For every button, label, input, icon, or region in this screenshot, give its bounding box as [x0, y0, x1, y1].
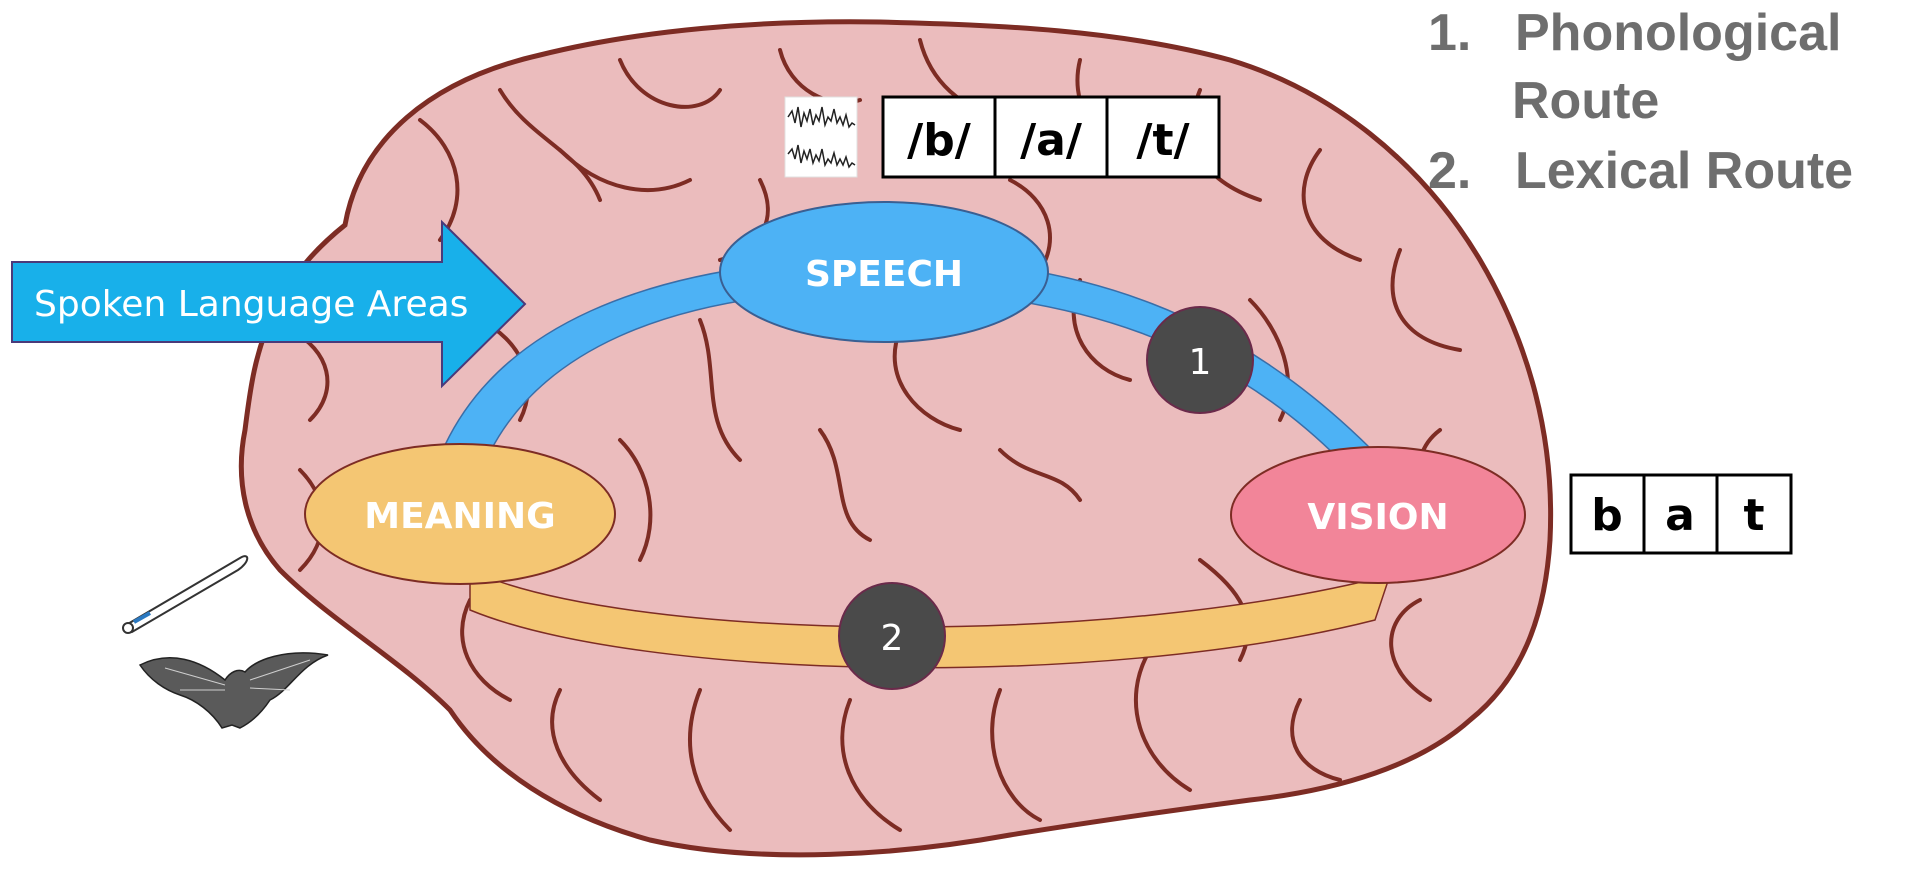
route-2-badge: 2 [838, 582, 946, 690]
node-vision-label: VISION [1307, 497, 1448, 538]
route-1-badge: 1 [1146, 306, 1254, 414]
lexical-route-path [469, 568, 1392, 669]
phoneme-a: /a/ [1020, 115, 1083, 166]
spoken-language-arrow: Spoken Language Areas [11, 219, 527, 389]
letter-boxes: b a t [1569, 473, 1793, 555]
node-meaning: MEANING [304, 443, 616, 585]
legend-item-1-line-2: Route [1512, 72, 1659, 130]
letter-b: b [1591, 490, 1623, 541]
phoneme-boxes: /b/ /a/ /t/ [881, 95, 1221, 179]
route-1-badge-label: 1 [1189, 342, 1212, 383]
node-speech: SPEECH [719, 201, 1049, 343]
node-meaning-label: MEANING [364, 496, 555, 537]
baseball-bat-icon [122, 555, 249, 634]
letter-t: t [1743, 490, 1764, 541]
node-vision: VISION [1230, 446, 1526, 584]
phoneme-t: /t/ [1136, 115, 1190, 166]
legend-item-2-number: 2. [1428, 142, 1471, 200]
route-paths [443, 257, 1392, 669]
legend: 1. Phonological Route 2. Lexical Route [1428, 4, 1853, 200]
legend-item-2-text: Lexical Route [1515, 142, 1853, 200]
bat-animal-icon [138, 652, 329, 729]
phoneme-b: /b/ [907, 115, 972, 166]
letter-a: a [1665, 490, 1695, 541]
route-2-badge-label: 2 [881, 618, 904, 659]
legend-item-1-line-1: Phonological [1515, 4, 1841, 62]
arrow-label: Spoken Language Areas [34, 284, 468, 325]
node-speech-label: SPEECH [805, 254, 963, 295]
sound-waveform-icon [784, 96, 858, 178]
legend-item-1-number: 1. [1428, 4, 1471, 62]
